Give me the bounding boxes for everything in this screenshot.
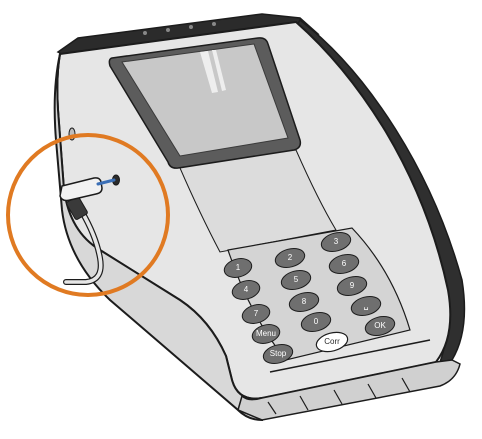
svg-text:6: 6 — [342, 259, 347, 268]
svg-text:5: 5 — [294, 275, 299, 284]
svg-text:␣: ␣ — [363, 301, 368, 310]
svg-text:Menu: Menu — [256, 329, 276, 338]
svg-text:2: 2 — [288, 253, 293, 262]
svg-text:Stop: Stop — [270, 349, 287, 358]
svg-text:1: 1 — [236, 263, 241, 272]
svg-text:7: 7 — [254, 309, 259, 318]
svg-text:4: 4 — [244, 285, 249, 294]
svg-text:OK: OK — [374, 321, 386, 330]
svg-text:Corr: Corr — [324, 337, 340, 346]
svg-text:9: 9 — [350, 281, 355, 290]
svg-text:0: 0 — [314, 317, 319, 326]
svg-text:3: 3 — [334, 237, 339, 246]
svg-text:8: 8 — [302, 297, 307, 306]
